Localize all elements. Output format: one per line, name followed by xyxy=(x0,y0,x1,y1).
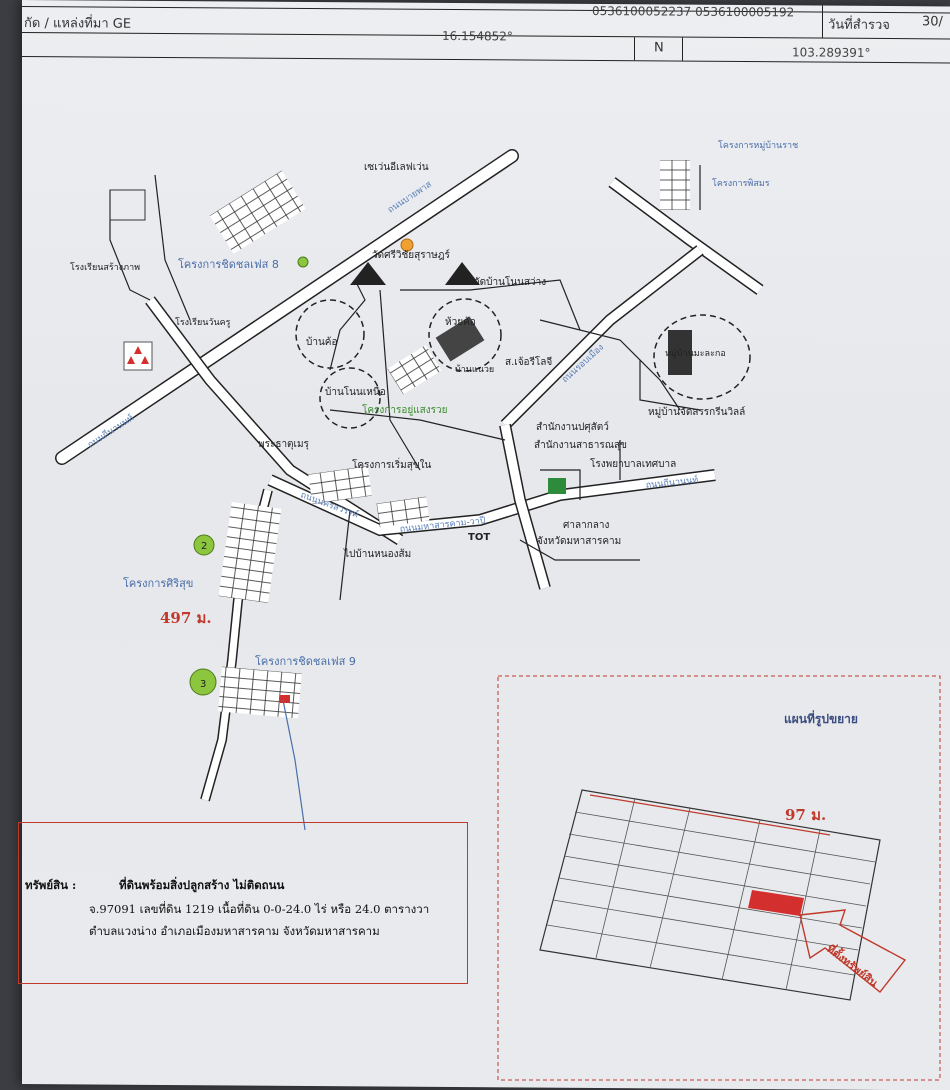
label-village-right2: หมู่บ้านจัดสรรกรีนวิลล์ xyxy=(648,406,745,418)
road-south xyxy=(145,296,404,546)
inset-plot-grid xyxy=(539,789,881,1001)
label-yoosaengruay: โครงการอยู่แสงรวย xyxy=(362,403,448,416)
label-bannonnuea: บ้านโนนเหนือ xyxy=(325,385,386,398)
label-school-pon: โรงเรียนวันครู xyxy=(175,317,231,328)
label-ban-nuay: บ้านแนวย xyxy=(455,364,494,375)
road-east-west xyxy=(267,469,716,537)
asset-label: ทรัพย์สิน : xyxy=(25,878,77,892)
label-roengsuk: โครงการเริ่มสุขใน xyxy=(352,457,432,471)
label-wat-nonsawang: วัดบ้านโนนสว่าง xyxy=(474,275,546,288)
label-tot: TOT xyxy=(468,532,490,543)
housing-blocks xyxy=(109,160,692,719)
road-bypass xyxy=(500,177,764,430)
marker-3: 3 xyxy=(200,679,206,690)
label-office2: สำนักงานสาธารณสุข xyxy=(534,440,627,451)
label-saw-doc: ส.เจ้อรีโลจี xyxy=(505,355,552,368)
inset-frame xyxy=(497,675,941,1081)
label-sirisuk: โครงการศิริสุข xyxy=(123,576,193,590)
label-phra-meru: พระธาตุเมรุ xyxy=(258,439,310,450)
label-court: ศาลากลาง xyxy=(563,520,610,531)
minor-roads xyxy=(109,165,701,601)
road-center-vertical xyxy=(499,423,551,590)
brand-logo-icon xyxy=(123,341,153,371)
label-seven-eleven: เซเว่นอีเลฟเว่น xyxy=(364,161,429,173)
label-school-stamp: โรงเรียนสร้างภาพ xyxy=(70,262,140,273)
label-wat-klang: วัดศรีวิชัยสุราษฎร์ xyxy=(372,249,450,261)
inset-title: แผนที่รูปขยาย xyxy=(784,712,858,726)
label-top-proj1: โครงการหมู่บ้านราช xyxy=(718,140,798,151)
label-village-right: หมู่บ้านมะละกอ xyxy=(665,348,726,359)
asset-line-2: จ.97091 เลขที่ดิน 1219 เนื้อที่ดิน 0-0-2… xyxy=(89,902,430,916)
road-main-diagonal xyxy=(55,149,519,465)
label-chidchol8: โครงการชิดชลเฟส 8 xyxy=(178,257,279,271)
asset-pointer-arrow: ที่ตั้งทรัพย์สิน xyxy=(799,909,907,993)
label-hospital: โรงพยาบาลเทศบาล xyxy=(590,457,676,470)
label-top-proj2: โครงการพิสมร xyxy=(712,178,770,189)
asset-line-1: ที่ดินพร้อมสิ่งปลูกสร้าง ไม่ติดถนน xyxy=(119,878,285,892)
inset-distance-label: 97 ม. xyxy=(785,806,827,824)
label-office1: สำนักงานปศุสัตว์ xyxy=(536,421,609,433)
asset-info-box: ทรัพย์สิน : ที่ดินพร้อมสิ่งปลูกสร้าง ไม่… xyxy=(18,822,468,984)
temple-icons xyxy=(350,262,480,285)
asset-leader-line xyxy=(282,699,306,831)
label-bannokdo: บ้านค้อ xyxy=(306,336,338,348)
label-province: จังหวัดมหาสารคาม xyxy=(537,536,621,547)
area-circles xyxy=(295,298,751,429)
marker-2: 2 xyxy=(201,541,207,552)
label-nongsom: ไปบ้านหนองส้ม xyxy=(343,548,411,560)
asset-line-3: ตำบลแวงน่าง อำเภอเมืองมหาสารคาม จังหวัดม… xyxy=(89,924,380,938)
marker-icons xyxy=(189,238,566,703)
label-chidchol9: โครงการชิดชลเฟส 9 xyxy=(255,654,356,668)
main-distance-label: 497 ม. xyxy=(160,609,212,627)
label-huay-kho: ห้วยค้อ xyxy=(445,316,476,328)
